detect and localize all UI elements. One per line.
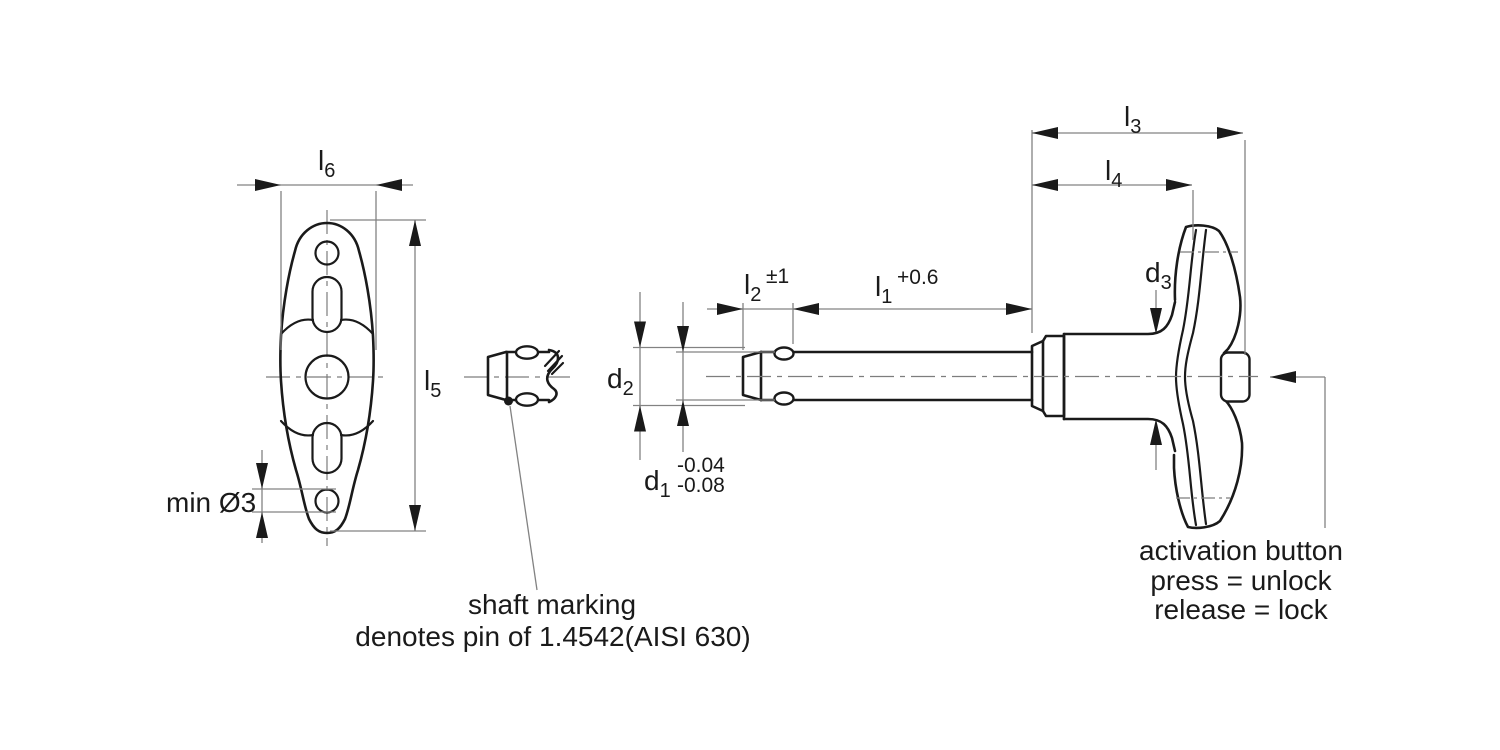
note-activation-line1: activation button xyxy=(1139,535,1343,566)
detail-break-line xyxy=(545,348,560,404)
dim-minbore-arrow-top xyxy=(256,463,268,489)
dim-d2-arrow-top xyxy=(634,321,646,348)
label-l3: l3 xyxy=(1124,101,1141,138)
label-l4: l4 xyxy=(1105,155,1122,192)
note-shaft-marking-line2: denotes pin of 1.4542(AISI 630) xyxy=(355,621,750,652)
note-shaft-marking-line1: shaft marking xyxy=(468,589,636,620)
shaft-marking-leader xyxy=(509,405,538,591)
dim-l4-arrow-right xyxy=(1166,179,1192,191)
label-l5: l5 xyxy=(424,365,441,402)
front-view-upper-slot xyxy=(311,275,343,334)
side-view xyxy=(706,224,1258,530)
detail-tip-chamfer xyxy=(486,350,508,402)
dim-l5-extensions xyxy=(330,219,426,532)
handle-contour-back xyxy=(1183,228,1208,526)
front-view-lower-slot xyxy=(311,421,343,475)
dim-l2-extensions xyxy=(742,303,794,350)
note-activation-line3: release = lock xyxy=(1154,594,1329,625)
dim-l6-extensions xyxy=(280,191,377,350)
dim-l6-arrow-right xyxy=(376,179,402,191)
collar-body-top xyxy=(1062,300,1177,336)
lock-ball-bottom xyxy=(773,391,795,406)
dim-l6-arrow-left xyxy=(255,179,281,191)
dim-d1-extensions xyxy=(676,351,775,401)
label-d1-tol-lower: -0.08 xyxy=(677,474,725,497)
button-leader-arrow xyxy=(1270,371,1296,383)
front-view-top-hole xyxy=(314,240,340,266)
dim-d3-arrow-top xyxy=(1150,308,1162,334)
detail-lock-ball-top xyxy=(514,345,540,360)
label-l1: l1 xyxy=(875,271,892,308)
dimension-lines xyxy=(237,127,1326,591)
dim-l2-arrow-left xyxy=(717,303,743,315)
label-l2: l2 xyxy=(744,269,761,306)
dim-d2-arrow-bottom xyxy=(634,405,646,432)
dim-d1-arrow-top xyxy=(677,326,689,352)
handle-outline-upper xyxy=(1173,224,1242,355)
dim-d3-arrow-bottom xyxy=(1150,419,1162,445)
label-d2: d2 xyxy=(607,363,634,400)
dim-l2-l1-arrow-middle xyxy=(793,303,819,315)
label-d3: d3 xyxy=(1145,257,1172,294)
note-activation-line2: press = unlock xyxy=(1150,565,1332,596)
dim-l5-arrow-top xyxy=(409,220,421,246)
dim-d1-arrow-bottom xyxy=(677,400,689,426)
button-leader-line xyxy=(1270,376,1326,528)
front-view-contour-arc xyxy=(279,419,315,437)
dim-l3-arrow-right xyxy=(1217,127,1243,139)
tip-detail-view xyxy=(464,345,570,407)
lock-ball-top xyxy=(773,346,795,361)
front-view-contour-arc xyxy=(339,318,375,336)
dim-l1-arrow-right xyxy=(1006,303,1032,315)
front-view-center-bore xyxy=(304,354,350,400)
label-min-bore: min Ø3 xyxy=(166,487,256,518)
detail-section-hatching xyxy=(543,349,565,376)
dimension-labels: l6 l5 min Ø3 d2 d1 -0.04 -0.08 l2 ±1 l1 … xyxy=(166,101,1172,518)
front-view-contour-arc xyxy=(339,419,375,437)
dim-l3-arrow-left xyxy=(1032,127,1058,139)
dim-minbore-arrow-bottom xyxy=(256,512,268,538)
dim-d2-extensions xyxy=(633,346,745,407)
front-view-contour-arc xyxy=(279,318,315,336)
shaft-tip-chamfer xyxy=(741,350,763,402)
label-d1: d1 xyxy=(644,465,671,502)
label-l2-tol: ±1 xyxy=(766,265,789,288)
dim-l4-arrow-left xyxy=(1032,179,1058,191)
front-view xyxy=(266,210,388,546)
detail-lock-ball-bottom xyxy=(514,392,540,407)
label-d1-tol-upper: -0.04 xyxy=(677,454,725,477)
label-l6: l6 xyxy=(318,145,335,182)
annotations: shaft marking denotes pin of 1.4542(AISI… xyxy=(355,535,1343,652)
dim-l5-arrow-bottom xyxy=(409,505,421,531)
shaft-marking-dot xyxy=(504,396,513,406)
label-l1-tol: +0.6 xyxy=(897,266,938,289)
collar-body-bottom xyxy=(1062,417,1177,453)
handle-outline-lower xyxy=(1172,398,1244,530)
dim-minbore-extensions xyxy=(252,488,336,513)
